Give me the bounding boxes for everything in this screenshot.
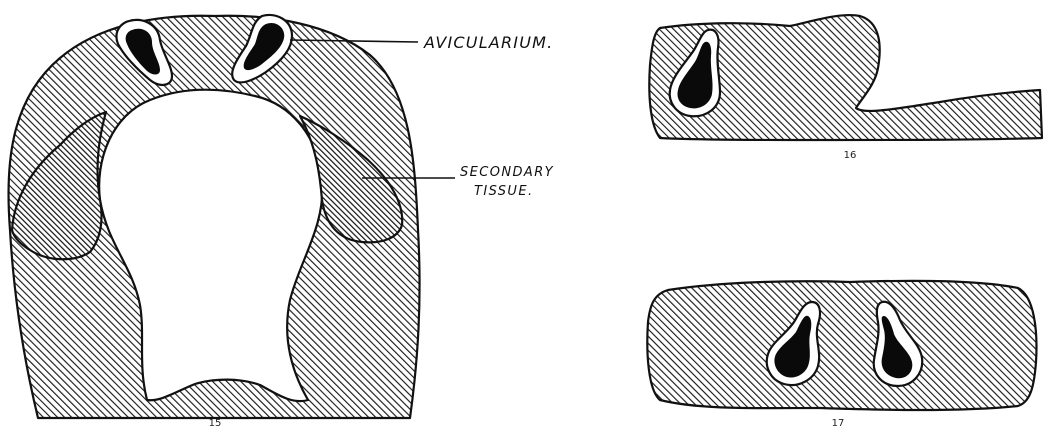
figure-17-number: 17 (832, 418, 845, 429)
figure-16-number: 16 (844, 150, 857, 161)
secondary-tissue-label-line-1: SECONDARY (460, 165, 554, 180)
avicularium-label: AVICULARIUM. (423, 33, 553, 52)
figure-17-body (647, 281, 1036, 410)
figure-15-number: 15 (209, 418, 222, 429)
figure-15: 15 (8, 15, 419, 429)
figure-17: 17 (647, 281, 1036, 429)
secondary-tissue-label-line-2: TISSUE. (474, 184, 533, 199)
figure-16: 16 (649, 15, 1042, 161)
